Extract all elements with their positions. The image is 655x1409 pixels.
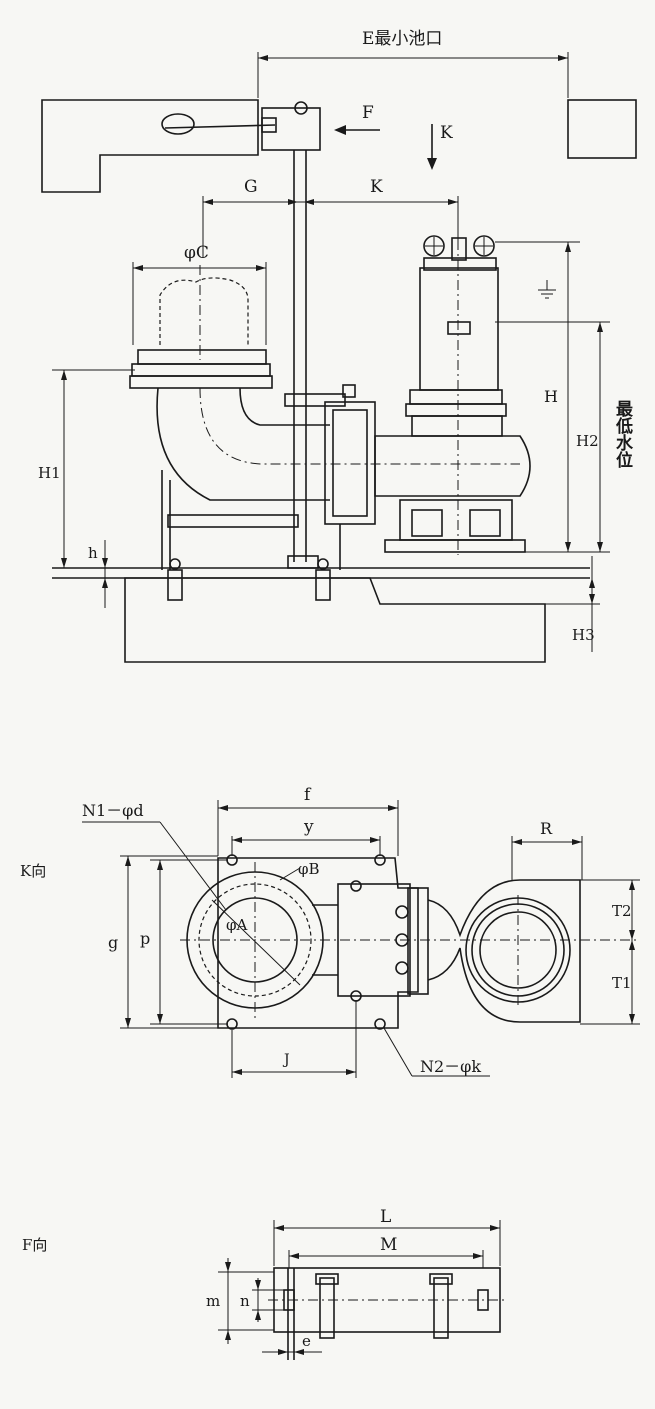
dim-l-label: L: [380, 1207, 391, 1227]
dim-e-label: E最小池口: [362, 29, 442, 49]
dim-h-small-label: h: [88, 544, 98, 562]
dim-m-label: M: [380, 1235, 397, 1255]
dim-phib-label: φB: [298, 860, 320, 878]
dim-phia-label: φA: [226, 916, 248, 934]
dim-j-label: J: [282, 1052, 290, 1068]
discharge-elbow: [156, 387, 330, 501]
dim-h-label: H: [544, 387, 558, 406]
dim-t2-label: T2: [612, 902, 632, 920]
pump-motor: [405, 235, 507, 437]
dim-t1-label: T1: [612, 974, 632, 992]
n2-phik-label: N2－φk: [420, 1057, 481, 1076]
k-pump-outline: [427, 879, 581, 1023]
dim-phic-label: φC: [184, 243, 209, 263]
k-base-plate: [217, 857, 419, 1029]
pump-volute: [374, 435, 531, 497]
pump-base: [384, 499, 526, 553]
f-bracket-plate: [273, 1267, 501, 1333]
dim-m-small-label: m: [206, 1292, 220, 1310]
k-view: K向 φA f: [20, 785, 640, 1078]
top-slab-left: [41, 99, 259, 193]
dim-p-label: p: [140, 929, 150, 948]
dim-h1-label: H1: [38, 464, 61, 482]
view-k-label: K: [440, 123, 453, 143]
f-view-title: F向: [22, 1236, 47, 1254]
dim-y-label: y: [303, 817, 314, 837]
dim-r-label: R: [540, 819, 553, 838]
dim-g-label: G: [244, 177, 258, 197]
view-f-label: F: [362, 103, 374, 123]
dim-h3-label: H3: [572, 626, 595, 644]
k-view-title: K向: [20, 862, 46, 880]
guide-bracket: [261, 107, 321, 151]
pit-floor: [124, 577, 546, 663]
dim-h2-label: H2: [576, 432, 599, 450]
k-coupling-block: [337, 883, 411, 997]
f-view: F向 L M m: [22, 1207, 505, 1360]
dim-n-label: n: [240, 1292, 250, 1310]
dim-g-small-label: g: [108, 933, 118, 952]
outlet-flange: [137, 349, 267, 365]
dim-k-label: K: [370, 177, 383, 197]
anchor-bolt-icon: [161, 113, 195, 135]
dim-e-small-label: e: [302, 1332, 311, 1350]
min-water-level-label: 最低水位: [612, 400, 634, 469]
dim-f-label: f: [304, 785, 312, 805]
top-slab-right: [567, 99, 637, 159]
elevation-view: E最小池口 F K G K φC: [38, 29, 637, 663]
n1-phid-label: N1－φd: [82, 801, 144, 820]
